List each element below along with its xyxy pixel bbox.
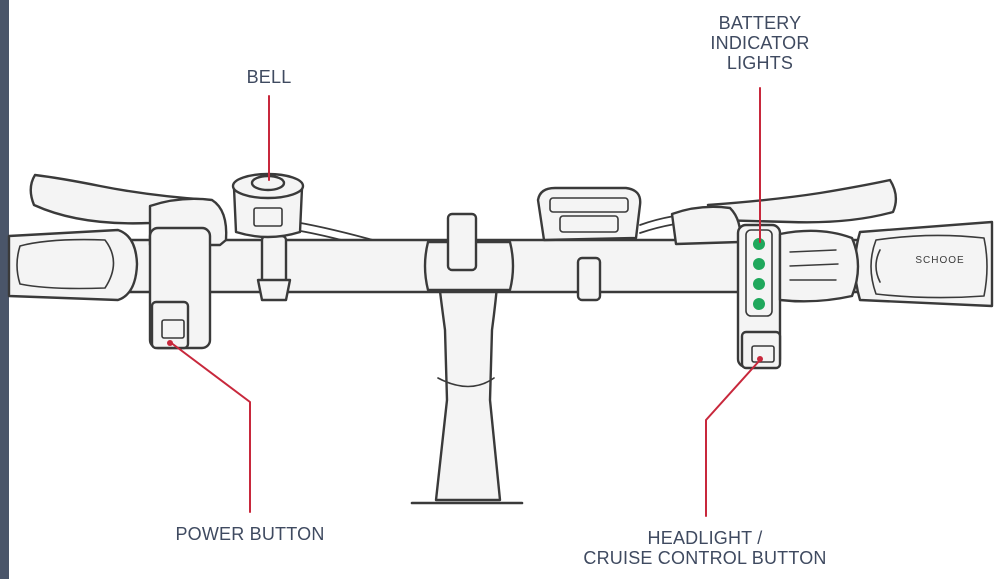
bell-label: BELL xyxy=(246,67,292,87)
right-grip xyxy=(853,220,994,308)
battery-indicator-lights xyxy=(753,238,765,310)
stem xyxy=(410,273,524,505)
headlight-label-line2: CRUISE CONTROL BUTTON xyxy=(583,548,827,568)
display-unit xyxy=(536,186,642,302)
battery-led xyxy=(753,278,765,290)
callout-lines xyxy=(169,87,761,517)
left-grip xyxy=(7,228,139,302)
battery-led xyxy=(753,258,765,270)
battery-indicator-label: BATTERY INDICATOR LIGHTS xyxy=(690,13,830,73)
grip-brand-text: SCHOOE xyxy=(915,255,964,266)
bell xyxy=(231,172,305,302)
left-power-housing xyxy=(148,226,212,350)
left-frame-bar xyxy=(0,0,9,579)
headlight-cruise-label: HEADLIGHT / CRUISE CONTROL BUTTON xyxy=(560,528,850,568)
right-brake-clamp xyxy=(670,205,742,246)
battery-label-line2: INDICATOR xyxy=(710,33,810,53)
battery-label-line1: BATTERY xyxy=(718,13,802,33)
stem-clamp xyxy=(423,212,515,292)
right-control-unit xyxy=(736,223,860,370)
power-button-label: POWER BUTTON xyxy=(175,524,325,544)
battery-led xyxy=(753,238,765,250)
battery-led xyxy=(753,298,765,310)
headlight-label-line1: HEADLIGHT / xyxy=(647,528,763,548)
power-callout-line xyxy=(169,341,251,513)
callout-dots xyxy=(167,340,763,362)
battery-label-line3: LIGHTS xyxy=(726,53,794,73)
headlight-callout-line xyxy=(705,359,761,517)
